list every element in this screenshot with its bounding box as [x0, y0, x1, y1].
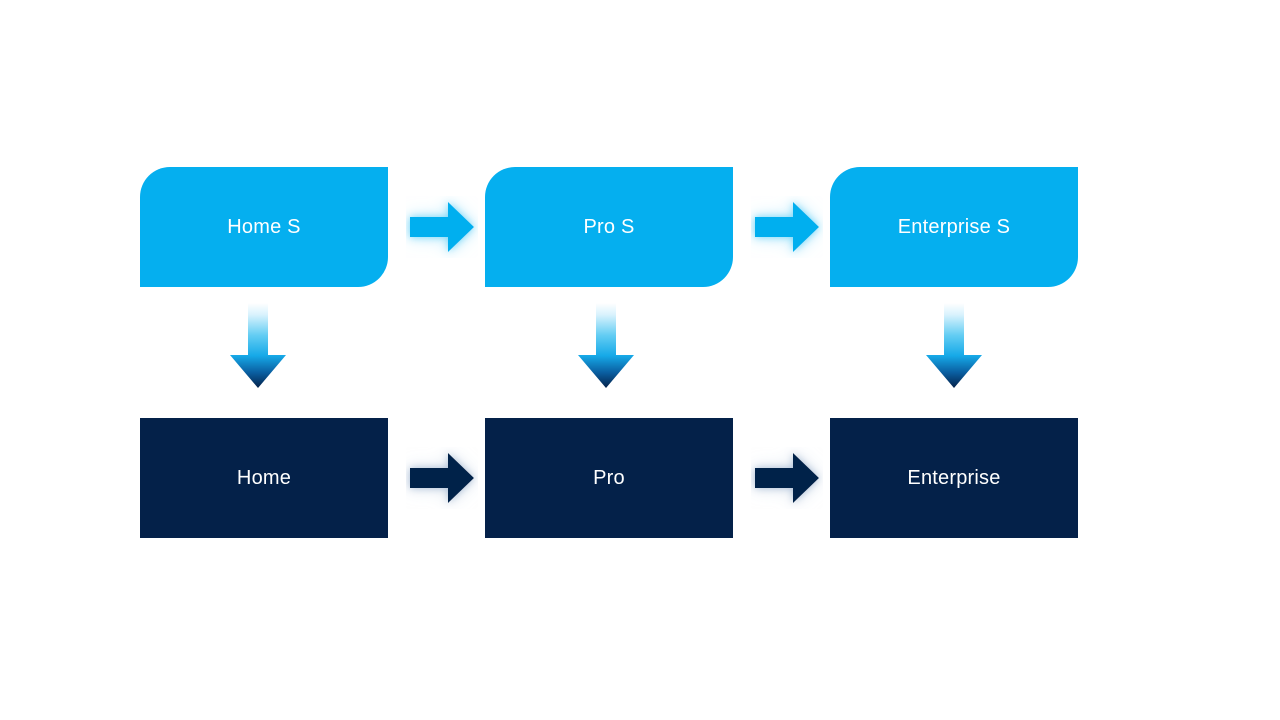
- node-home-product[interactable]: Home: [140, 418, 388, 538]
- node-label: Pro S: [583, 216, 635, 238]
- node-pro-product[interactable]: Pro: [485, 418, 733, 538]
- node-label: Enterprise S: [897, 216, 1011, 238]
- arrow-down-icon: [226, 303, 290, 389]
- node-label: Pro: [593, 467, 625, 489]
- arrow-right-icon: [406, 196, 478, 258]
- arrow-down-icon: [922, 303, 986, 389]
- node-pro-service[interactable]: Pro S: [485, 167, 733, 287]
- arrow-right-icon: [406, 447, 478, 509]
- arrow-down-icon: [574, 303, 638, 389]
- node-label: Home S: [227, 216, 301, 238]
- node-enterprise-product[interactable]: Enterprise: [830, 418, 1078, 538]
- node-label: Enterprise: [907, 467, 1001, 489]
- node-label: Home: [236, 467, 292, 489]
- arrow-right-icon: [751, 196, 823, 258]
- node-home-service[interactable]: Home S: [140, 167, 388, 287]
- node-enterprise-service[interactable]: Enterprise S: [830, 167, 1078, 287]
- arrow-right-icon: [751, 447, 823, 509]
